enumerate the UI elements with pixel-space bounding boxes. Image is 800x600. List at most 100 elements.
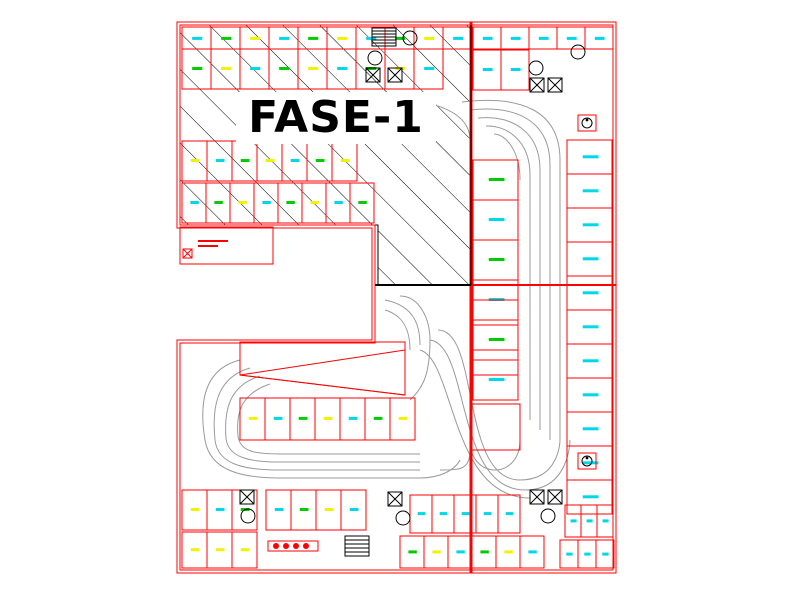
parking-stall — [497, 494, 521, 534]
parking-stall — [231, 531, 258, 569]
stall-number-tag — [582, 189, 599, 193]
stall-number-tag — [582, 359, 599, 363]
stall-number-tag — [315, 159, 325, 162]
stall-number-tag — [453, 36, 464, 40]
stall-number-tag — [337, 67, 348, 70]
stall-number-tag — [190, 201, 199, 204]
stall-number-tag — [366, 36, 377, 40]
stall-number-tag — [279, 67, 290, 70]
stall-number-tag — [215, 159, 225, 162]
technical-room — [179, 226, 274, 265]
stall-number-tag — [279, 36, 290, 40]
stall-number-tag — [248, 416, 258, 420]
stall-number-tag — [215, 548, 225, 552]
stall-number-tag — [488, 378, 505, 381]
stall-number-tag — [240, 548, 250, 552]
stall-number-tag — [504, 550, 513, 554]
stall-number-tag — [298, 416, 308, 420]
handicap-parking-icon — [577, 452, 597, 470]
stall-number-tag — [348, 416, 358, 420]
stall-number-tag — [308, 36, 319, 40]
stall-number-tag — [323, 416, 333, 420]
stall-number-tag — [582, 427, 599, 431]
stall-number-tag — [358, 201, 367, 204]
stall-number-tag — [250, 36, 261, 40]
parking-stall — [595, 539, 615, 569]
phase-1-hatched-zone — [179, 24, 471, 286]
parking-stall — [340, 489, 367, 531]
section-divider-lines — [375, 22, 616, 573]
stall-number-tag — [456, 550, 465, 554]
parking-stall — [596, 504, 614, 538]
stall-number-tag — [310, 201, 319, 204]
stall-number-tag — [510, 68, 521, 71]
stall-number-tag — [190, 159, 200, 162]
triangle-void — [239, 341, 406, 396]
stall-number-tag — [482, 36, 493, 40]
stall-number-tag — [274, 508, 284, 511]
stall-number-tag — [566, 552, 573, 556]
stall-number-tag — [602, 519, 609, 523]
stall-number-tag — [488, 258, 505, 261]
parking-stall — [413, 48, 444, 90]
stall-number-tag — [594, 36, 605, 40]
parking-stall — [349, 182, 375, 224]
stall-number-tag — [262, 201, 271, 204]
stall-number-tag — [308, 67, 319, 70]
stall-number-tag — [483, 512, 492, 516]
stall-number-tag — [337, 36, 348, 40]
stall-number-tag — [510, 36, 521, 40]
stall-number-tag — [488, 178, 505, 181]
parking-stall — [519, 535, 545, 569]
stall-number-tag — [602, 552, 609, 556]
stall-number-tag — [215, 508, 225, 511]
stall-number-tag — [290, 159, 300, 162]
stall-number-tag — [340, 159, 350, 162]
stall-number-tag — [334, 201, 343, 204]
parking-stall — [566, 479, 613, 515]
stall-number-tag — [349, 508, 359, 511]
stall-number-tag — [395, 36, 406, 40]
stall-number-tag — [582, 155, 599, 159]
stair-icon — [344, 535, 370, 557]
stall-number-tag — [221, 67, 232, 70]
stall-number-tag — [417, 512, 426, 516]
stall-number-tag — [299, 508, 309, 511]
stall-number-tag — [582, 393, 599, 397]
stall-number-tag — [582, 257, 599, 261]
stall-number-tag — [482, 68, 493, 71]
stall-number-tag — [273, 416, 283, 420]
stall-number-tag — [240, 159, 250, 162]
stall-number-tag — [461, 512, 470, 516]
parking-stall — [584, 26, 614, 50]
parking-stall — [472, 374, 519, 401]
stall-number-tag — [190, 508, 200, 511]
stall-number-tag — [408, 550, 417, 554]
stall-number-tag — [398, 416, 408, 420]
stall-number-tag — [192, 67, 203, 70]
handicap-parking-icon — [577, 114, 597, 132]
parking-stalls — [181, 26, 615, 569]
phase-label: FASE-1 — [236, 92, 436, 144]
stall-number-tag — [528, 550, 537, 554]
parking-stall — [472, 299, 519, 326]
stall-number-tag — [570, 519, 577, 523]
stall-number-tag — [424, 36, 435, 40]
parking-stall — [389, 397, 416, 441]
stall-number-tag — [221, 36, 232, 40]
stall-number-tag — [586, 519, 593, 523]
stall-number-tag — [584, 552, 591, 556]
stall-number-tag — [238, 201, 247, 204]
stall-number-tag — [566, 36, 577, 40]
stall-number-tag — [439, 512, 448, 516]
stall-number-tag — [582, 223, 599, 227]
outer-walls — [176, 21, 617, 574]
elevator-icon — [365, 30, 418, 83]
stall-number-tag — [582, 325, 599, 329]
stall-number-tag — [488, 218, 505, 221]
stall-number-tag — [488, 338, 505, 341]
parking-stall — [472, 324, 519, 351]
elevator-icon — [239, 44, 586, 526]
stall-number-tag — [192, 36, 203, 40]
